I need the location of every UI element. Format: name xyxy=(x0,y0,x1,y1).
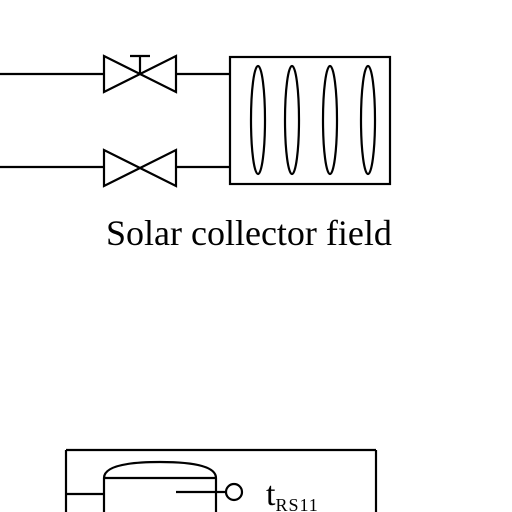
storage-tank-icon xyxy=(102,460,218,512)
sensor-label: tRS11 xyxy=(266,478,319,512)
top-valve-icon xyxy=(102,54,178,94)
collector-panels-icon xyxy=(249,64,377,176)
collector-box xyxy=(228,55,392,186)
collector-field-label: Solar collector field xyxy=(106,213,392,253)
sensor-label-main: t xyxy=(266,476,276,512)
bottom-valve-icon xyxy=(102,148,178,188)
sensor-label-subscript: RS11 xyxy=(275,495,319,512)
temperature-sensor-icon xyxy=(176,482,244,502)
